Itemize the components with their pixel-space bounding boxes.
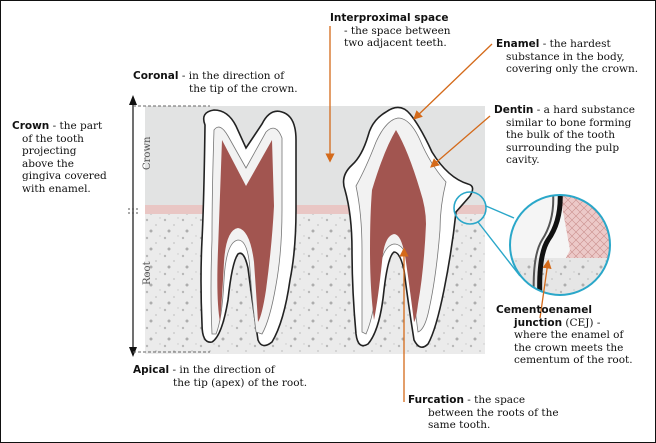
label-enamel: Enamel - the hardest substance in the bo…	[496, 38, 638, 76]
label-crown: Crown - the part of the tooth projecting…	[12, 120, 107, 195]
crown-desc-4: above the	[12, 158, 107, 171]
enamel-desc-2: substance in the body,	[496, 51, 638, 64]
crown-desc-2: of the tooth	[12, 133, 107, 146]
axis-crown-label: Crown	[142, 136, 153, 170]
apical-desc-1: - in the direction of	[169, 364, 275, 376]
enamel-desc-3: covering only the crown.	[496, 63, 638, 76]
cej-desc-3: cementum of the root.	[496, 354, 633, 367]
label-furcation: Furcation - the space between the roots …	[408, 394, 559, 432]
term-interproximal-space: Interproximal space	[330, 12, 448, 24]
label-cementoenamel-junction: Cementoenamel junction (CEJ) - where the…	[496, 304, 633, 367]
dentin-desc-1: - a hard substance	[533, 104, 635, 116]
furcation-desc-3: same tooth.	[408, 419, 559, 432]
cej-abbr: (CEJ) -	[562, 317, 600, 329]
interproximal-desc-2: two adjacent teeth.	[330, 37, 451, 50]
label-coronal: Coronal - in the direction of the tip of…	[133, 70, 298, 95]
cej-desc-2: the crown meets the	[496, 342, 633, 355]
cej-zoom-circle	[500, 190, 630, 308]
enamel-desc-1: - the hardest	[539, 38, 610, 50]
term-cementoenamel: Cementoenamel	[496, 304, 592, 316]
dentin-desc-3: the bulk of the tooth	[494, 129, 635, 142]
crown-desc-1: - the part	[49, 120, 102, 132]
apical-desc-2: the tip (apex) of the root.	[133, 377, 307, 390]
term-crown: Crown	[12, 120, 49, 132]
term-enamel: Enamel	[496, 38, 539, 50]
furcation-desc-1: - the space	[464, 394, 525, 406]
term-dentin: Dentin	[494, 104, 533, 116]
term-furcation: Furcation	[408, 394, 464, 406]
label-dentin: Dentin - a hard substance similar to bon…	[494, 104, 635, 167]
interproximal-desc-1: - the space between	[330, 25, 451, 38]
label-apical: Apical - in the direction of the tip (ap…	[133, 364, 307, 389]
crown-desc-6: with enamel.	[12, 183, 107, 196]
term-apical: Apical	[133, 364, 169, 376]
dentin-desc-4: surrounding the pulp	[494, 142, 635, 155]
dentin-desc-5: cavity.	[494, 154, 635, 167]
axis-root-label: Root	[142, 261, 153, 285]
furcation-desc-2: between the roots of the	[408, 407, 559, 420]
crown-desc-5: gingiva covered	[12, 170, 107, 183]
coronal-desc-2: the tip of the crown.	[133, 83, 298, 96]
term-coronal: Coronal	[133, 70, 178, 82]
term-junction: junction	[514, 317, 562, 329]
crown-desc-3: projecting	[12, 145, 107, 158]
cej-desc-1: where the enamel of	[496, 329, 633, 342]
label-interproximal-space: Interproximal space - the space between …	[330, 12, 451, 50]
dentin-desc-2: similar to bone forming	[494, 117, 635, 130]
coronal-desc-1: - in the direction of	[178, 70, 284, 82]
